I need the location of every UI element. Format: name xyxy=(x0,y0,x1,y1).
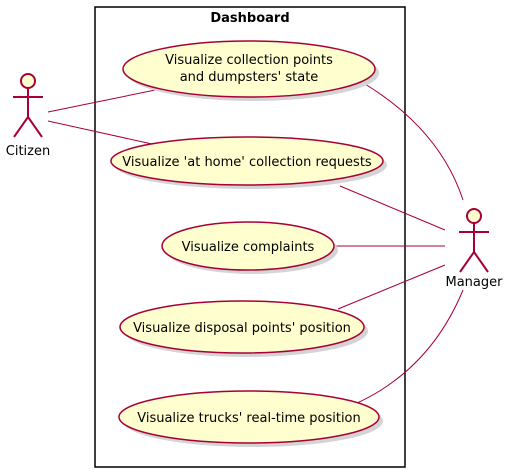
system-boundary xyxy=(94,6,406,468)
connector-citizen-uc2 xyxy=(47,120,153,145)
use-case-uc1: Visualize collection points and dumpster… xyxy=(122,40,379,101)
uc3-label: Visualize complaints xyxy=(182,240,315,255)
uc1-label-line1: Visualize collection points xyxy=(165,53,333,68)
manager-label: Manager xyxy=(446,275,504,290)
manager-head xyxy=(466,208,482,224)
uc5-label: Visualize trucks' real-time position xyxy=(137,411,361,426)
uc4-label: Visualize disposal points' position xyxy=(133,321,351,336)
use-case-uc5: Visualize trucks' real-time position xyxy=(118,390,383,447)
actor-manager: Manager xyxy=(446,208,504,290)
use-case-uc3: Visualize complaints xyxy=(161,221,338,274)
citizen-label: Citizen xyxy=(6,144,50,159)
system-title: Dashboard xyxy=(210,11,289,26)
connector-uc4-manager xyxy=(337,264,446,310)
connector-uc2-manager xyxy=(339,185,446,231)
actor-citizen: Citizen xyxy=(6,73,50,159)
use-case-uc2: Visualize 'at home' collection requests xyxy=(110,136,387,189)
uc2-label: Visualize 'at home' collection requests xyxy=(122,155,372,170)
connector-uc5-manager xyxy=(354,289,464,405)
connector-citizen-uc1 xyxy=(47,87,166,113)
connector-uc1-manager xyxy=(364,83,464,201)
uc1-label-line2: and dumpsters' state xyxy=(180,70,319,85)
use-case-uc4: Visualize disposal points' position xyxy=(119,300,368,357)
citizen-head xyxy=(20,73,36,89)
